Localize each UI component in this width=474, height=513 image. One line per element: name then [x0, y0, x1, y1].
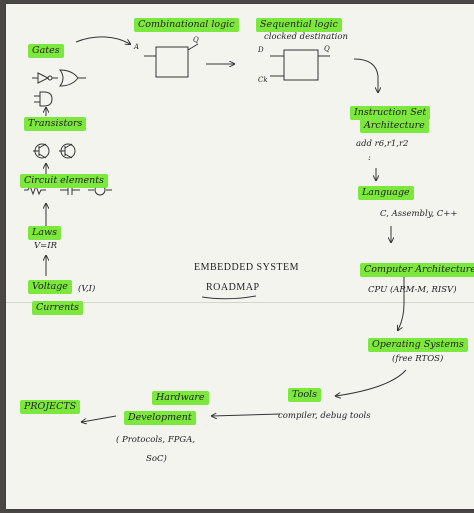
node-transistors: Transistors [24, 117, 87, 131]
pin-seq-d: D [258, 46, 264, 54]
page-fold [6, 302, 474, 303]
node-projects: PROJECTS [20, 400, 81, 414]
language-examples: C, Assembly, C++ [380, 209, 458, 219]
tools-examples: compiler, debug tools [278, 411, 371, 421]
node-circuit-elements: Circuit elements [20, 174, 108, 188]
arrow-comparch-to-os [398, 274, 405, 330]
node-combinational-logic: Combinational logic [134, 18, 239, 32]
pin-seq-ck: Ck [258, 76, 268, 84]
node-language: Language [358, 186, 414, 200]
sequential-subtitle: clocked destination [264, 32, 348, 42]
node-isa-line2: Architecture [360, 119, 429, 133]
node-operating-systems: Operating Systems [368, 338, 468, 352]
arrow-hardware-to-projects [82, 415, 117, 422]
arrow-tools-to-hardware [212, 414, 281, 416]
hardware-examples-line2: SoC) [146, 454, 167, 464]
arrow-sequential-to-isa [353, 58, 378, 92]
node-hardware: Hardware [152, 391, 209, 405]
node-gates: Gates [28, 44, 64, 58]
node-development: Development [124, 411, 196, 425]
node-currents: Currents [32, 301, 83, 315]
transistor-symbols [33, 143, 76, 159]
roadmap-title: EMBEDDED SYSTEM [194, 262, 300, 273]
node-voltage: Voltage [28, 280, 72, 294]
laws-equation: V=IR [34, 241, 58, 251]
comparch-examples: CPU (ARM-M, RISV) [368, 285, 457, 295]
hardware-examples-line1: ( Protocols, FPGA, [116, 435, 196, 445]
paper-sheet: Gates Combinational logic Sequential log… [6, 4, 474, 509]
combinational-block [155, 46, 189, 78]
isa-continuation: : [368, 153, 371, 163]
sequential-block [283, 49, 319, 81]
arrow-gates-to-combinational [75, 36, 130, 44]
roadmap-underline [201, 295, 257, 300]
os-examples: (free RTOS) [392, 354, 444, 364]
pin-comb-in: A [134, 43, 140, 51]
node-sequential-logic: Sequential logic [256, 18, 342, 32]
node-computer-architecture: Computer Architecture [360, 263, 474, 277]
diagram-connectors [24, 36, 407, 509]
pin-comb-out: Q [193, 36, 199, 44]
node-tools: Tools [288, 388, 321, 402]
roadmap-subtitle: ROADMAP [206, 282, 260, 293]
arrow-os-to-tools [336, 369, 407, 396]
voltage-symbols: (V,I) [78, 284, 96, 294]
pin-seq-q: Q [324, 45, 330, 53]
node-laws: Laws [28, 226, 61, 240]
isa-examples: add r6,r1,r2 [356, 139, 409, 149]
gate-symbols [32, 69, 86, 107]
node-isa-line1: Instruction Set [350, 106, 431, 120]
